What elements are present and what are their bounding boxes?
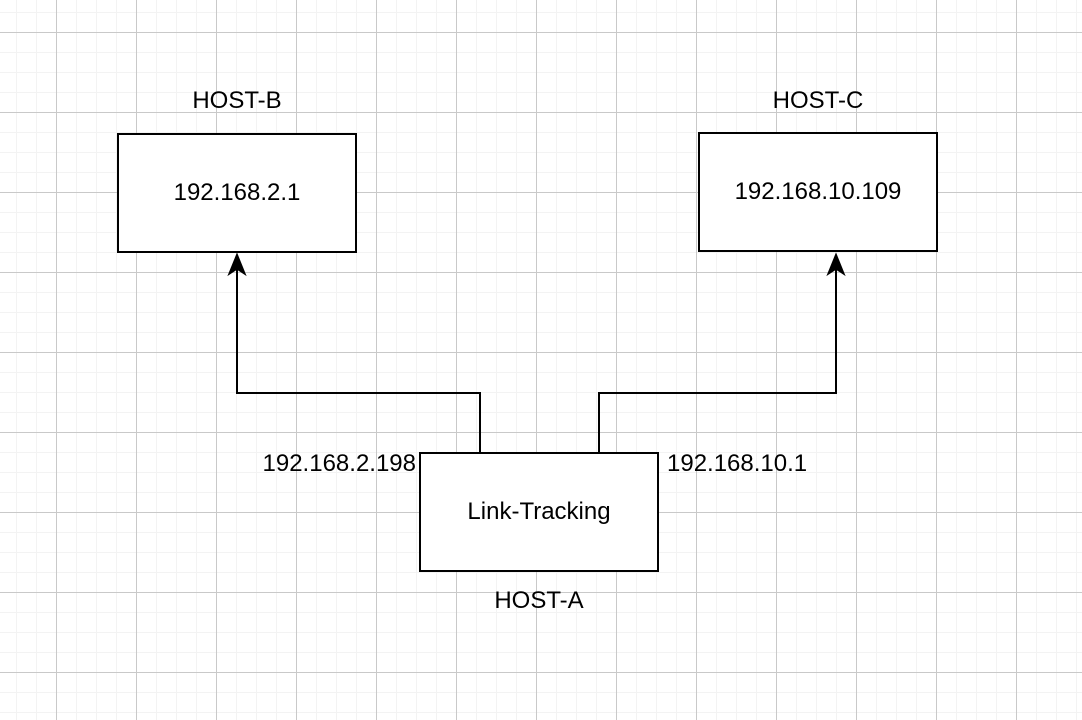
node-host-b[interactable]: 192.168.2.1	[117, 133, 357, 253]
node-host-a-label: Link-Tracking	[467, 498, 611, 525]
edge-host-a-to-host-b[interactable]	[227, 252, 481, 452]
node-host-a[interactable]: Link-Tracking	[419, 452, 659, 572]
node-title-host-c[interactable]: HOST-C	[772, 87, 864, 114]
node-host-c[interactable]: 192.168.10.109	[698, 132, 938, 252]
edge-label-ip-192-168-2-198[interactable]: 192.168.2.198	[262, 450, 416, 477]
edge-line-a-to-b[interactable]	[236, 266, 481, 452]
edge-host-a-to-host-c[interactable]	[598, 252, 846, 452]
edge-label-ip-192-168-10-1[interactable]: 192.168.10.1	[667, 450, 808, 477]
node-title-host-a[interactable]: HOST-A	[494, 587, 584, 614]
arrowhead-into-host-b	[227, 252, 247, 277]
node-host-c-ip-label: 192.168.10.109	[734, 178, 902, 205]
node-host-b-ip-label: 192.168.2.1	[173, 179, 301, 206]
arrowhead-into-host-c	[826, 252, 846, 277]
node-title-host-b[interactable]: HOST-B	[192, 87, 282, 114]
edge-line-a-to-c[interactable]	[598, 266, 837, 452]
